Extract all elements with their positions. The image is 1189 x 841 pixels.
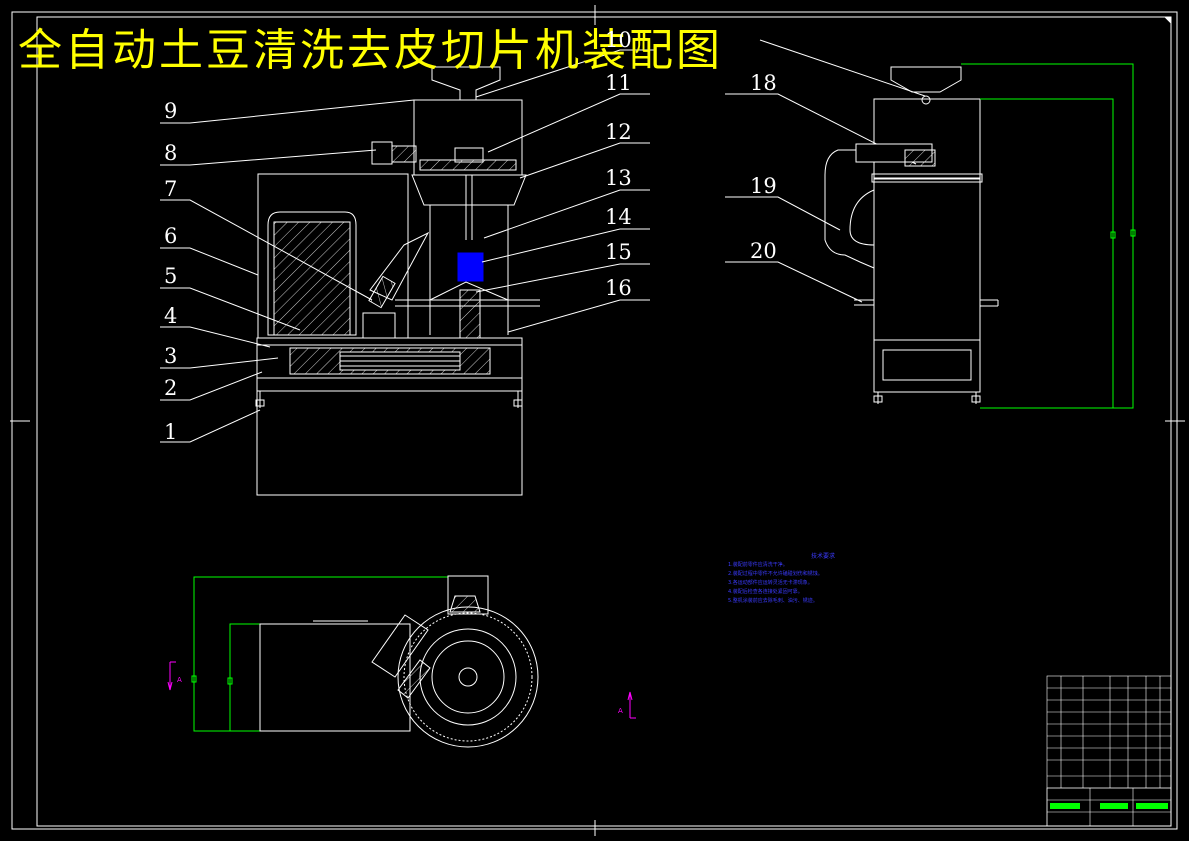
callout-11: 11: [605, 71, 632, 95]
callout-20: 20: [750, 239, 777, 263]
technical-note-line: 2.装配过程中零件不允许磕碰划伤和锈蚀。: [728, 571, 823, 577]
callout-1: 1: [164, 420, 178, 444]
callout-16: 16: [605, 276, 632, 300]
top-view: [259, 575, 539, 748]
callout-2: 2: [164, 376, 178, 400]
dimension-lines: [191, 63, 1136, 732]
title-block: [1046, 675, 1172, 827]
callout-9: 9: [164, 99, 178, 123]
callout-3: 3: [164, 344, 178, 368]
callout-10: 10: [605, 28, 632, 52]
callout-18: 18: [750, 71, 777, 95]
callout-8: 8: [164, 141, 178, 165]
technical-note-line: 3.各运动部件应运转灵活无卡滞现象。: [728, 580, 813, 586]
section-mark-left: A: [177, 676, 182, 684]
technical-note-line: 1.装配前零件应清洗干净。: [728, 562, 788, 568]
callout-15: 15: [605, 240, 632, 264]
callout-6: 6: [164, 224, 178, 248]
drawing-title: 全自动土豆清洗去皮切片机装配图: [18, 25, 723, 76]
callout-13: 13: [605, 166, 632, 190]
technical-notes-title: 技术要求: [810, 553, 835, 560]
callout-12: 12: [605, 120, 632, 144]
callout-19: 19: [750, 174, 777, 198]
callout-4: 4: [164, 304, 178, 328]
drawing-frame: [10, 5, 1185, 836]
callout-5: 5: [164, 264, 178, 288]
side-view: [824, 66, 999, 404]
callout-14: 14: [605, 205, 632, 229]
section-arrows: [167, 661, 636, 719]
section-mark-right: A: [618, 707, 623, 715]
technical-notes: 技术要求 1.装配前零件应清洗干净。 2.装配过程中零件不允许磕碰划伤和锈蚀。 …: [728, 552, 918, 606]
front-view: [255, 66, 540, 496]
technical-note-line: 4.装配后检查各连接处紧固可靠。: [728, 589, 803, 595]
leader-lines: [160, 39, 926, 443]
technical-note-line: 5.整机涂装前应去除毛刺、油污、锈迹。: [728, 598, 818, 604]
callout-7: 7: [164, 177, 178, 201]
